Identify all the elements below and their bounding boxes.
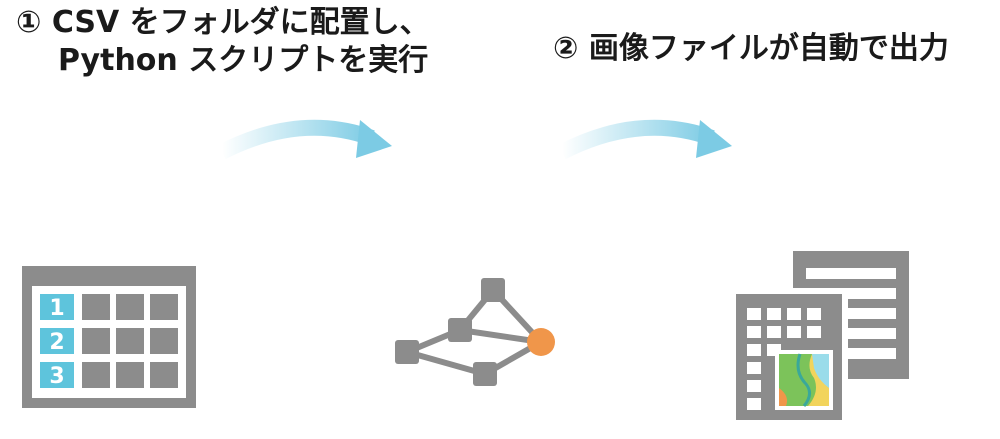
row-number-3: 3 [49,364,64,389]
python-script-network-icon [395,278,555,386]
row-number-2: 2 [49,330,64,355]
step2-title-line1: ② 画像ファイルが自動で出力 [553,31,949,66]
table-cell-1 [40,294,74,320]
csv-table-icon: 1 2 3 [22,266,196,408]
flow-arrow-1-icon [218,119,392,160]
step1-title-line1: ① CSV をフォルダに配置し、 [16,5,430,40]
table-cell-3 [40,362,74,388]
step1-title-line2: Python スクリプトを実行 [58,43,429,78]
map-image-icon [775,350,833,410]
image-file-output-icon [730,251,909,424]
row-number-1: 1 [49,296,64,321]
table-cell-2 [40,328,74,354]
step1-title: ① CSV をフォルダに配置し、 Python スクリプトを実行 [16,4,430,80]
output-node-icon [527,328,555,356]
step2-title: ② 画像ファイルが自動で出力 [553,30,949,68]
flow-arrow-2-icon [558,119,732,160]
